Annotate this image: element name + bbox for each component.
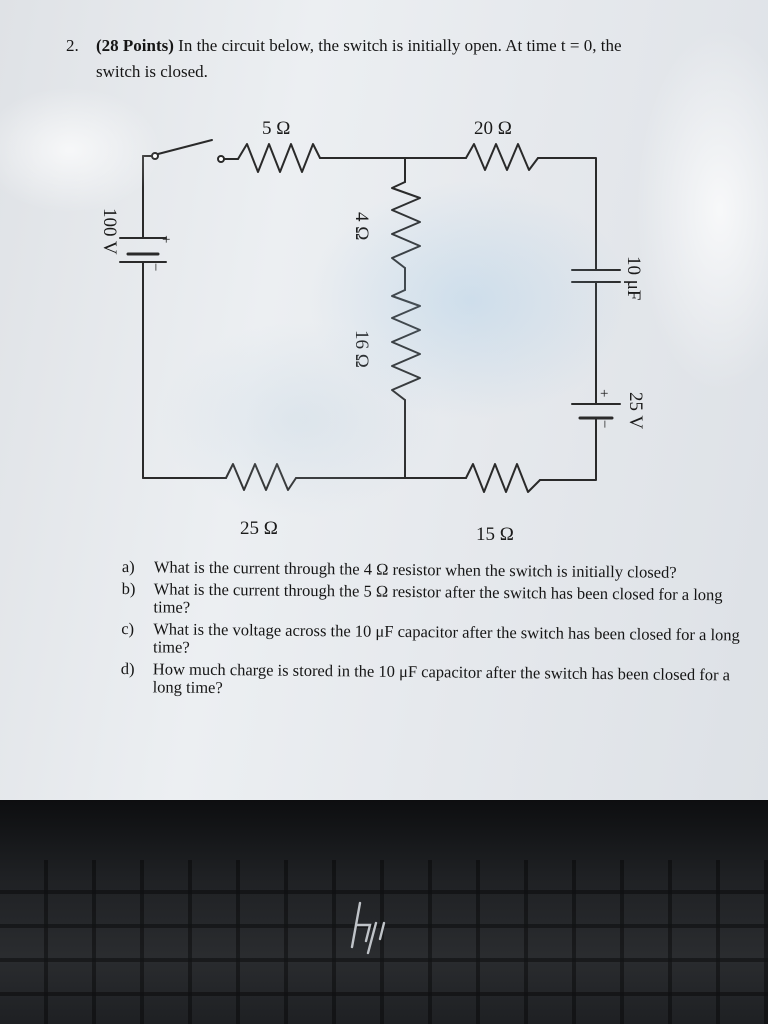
question-b-text: What is the current through the 5 Ω resi…: [153, 579, 723, 617]
switch-blade: [157, 139, 213, 155]
laptop-screen: 2. (28 Points) In the circuit below, the…: [0, 0, 768, 800]
label-4-ohm: 4 Ω: [351, 212, 372, 240]
question-a: a) What is the current through the 4 Ω r…: [121, 557, 742, 582]
question-b: b) What is the current through the 5 Ω r…: [121, 578, 741, 622]
keyboard-keys: [0, 860, 768, 1024]
wire-top-right: [537, 157, 597, 271]
question-d: d) How much charge is stored in the 10 μ…: [120, 658, 741, 702]
question-b-letter: b): [121, 578, 136, 599]
battery-100v-minus-sign: −: [147, 263, 163, 271]
label-10-microfarad: 10 μF: [623, 256, 644, 301]
resistor-4-ohm: [391, 181, 421, 269]
question-list: a) What is the current through the 4 Ω r…: [120, 557, 742, 706]
label-5-ohm: 5 Ω: [262, 118, 290, 139]
question-c: c) What is the voltage across the 10 μF …: [121, 618, 741, 662]
wire-right-bottom: [539, 417, 597, 481]
label-20-ohm: 20 Ω: [474, 118, 512, 139]
resistor-15-ohm: [465, 463, 541, 493]
question-c-text: What is the voltage across the 10 μF cap…: [152, 619, 740, 657]
question-a-letter: a): [121, 557, 135, 577]
resistor-16-ohm: [391, 289, 421, 401]
question-a-text: What is the current through the 4 Ω resi…: [153, 557, 677, 582]
resistor-25-ohm: [225, 463, 297, 491]
question-d-text: How much charge is stored in the 10 μF c…: [152, 659, 731, 698]
label-15-ohm: 15 Ω: [476, 524, 514, 545]
resistor-20-ohm: [465, 143, 539, 171]
label-16-ohm: 16 Ω: [351, 330, 372, 368]
label-25-volt: 25 V: [625, 392, 646, 429]
laptop-keyboard-deck: [0, 800, 768, 1024]
battery-25v-plus-sign: +: [600, 386, 608, 402]
hp-logo-icon: [350, 901, 386, 955]
question-c-letter: c): [121, 618, 135, 639]
resistor-5-ohm: [237, 143, 321, 173]
battery-100v-plus-sign: +: [162, 232, 170, 248]
label-25-ohm: 25 Ω: [240, 518, 278, 539]
battery-25v-minus-sign: −: [596, 420, 612, 428]
label-100-volt: 100 V: [99, 208, 120, 255]
question-d-letter: d): [120, 658, 135, 679]
